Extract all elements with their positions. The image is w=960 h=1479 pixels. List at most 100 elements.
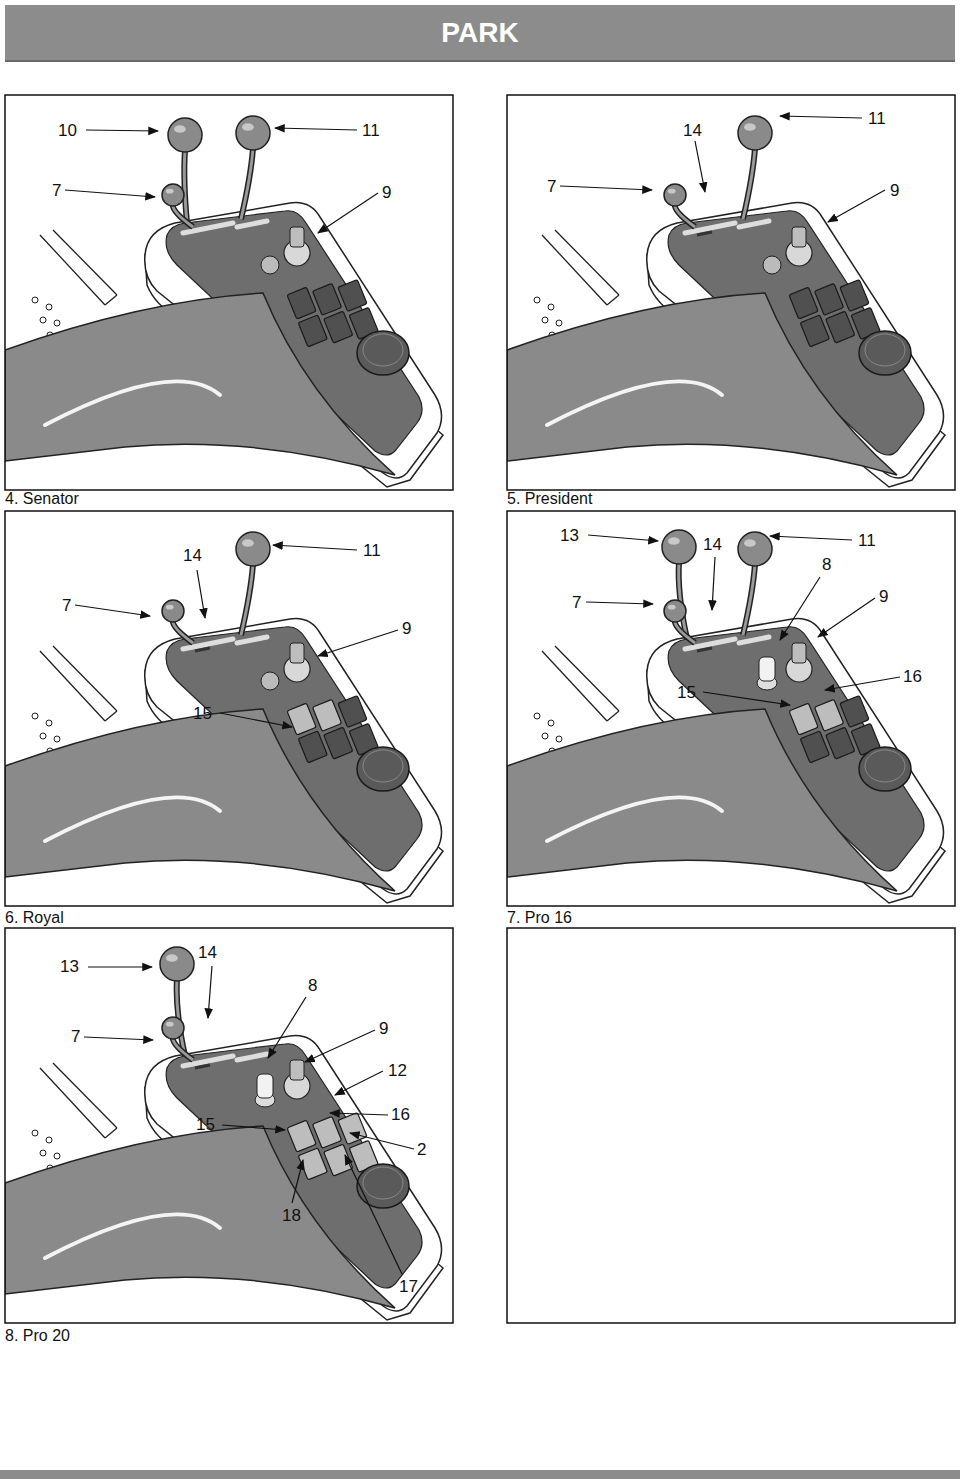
leader-line [770, 536, 852, 540]
leader-line [197, 570, 205, 618]
panel-frame [507, 928, 955, 1323]
lever-stick-highlight [743, 148, 755, 219]
leader-line [268, 997, 306, 1058]
callout-number: 9 [379, 1020, 388, 1037]
cup-holder [357, 331, 409, 375]
lever-slot-14 [697, 648, 712, 651]
callout-number: 15 [196, 1116, 215, 1133]
rocker-switch [312, 283, 341, 315]
rocker-switch [814, 283, 843, 315]
bracket-hole [40, 317, 46, 323]
lever-knob [738, 532, 772, 566]
bracket-hole [542, 733, 548, 739]
callout-number: 8 [822, 556, 831, 573]
callout-number: 12 [388, 1062, 407, 1079]
leader-line [220, 713, 292, 727]
callout-number: 9 [402, 620, 411, 637]
callout-number: 9 [890, 182, 899, 199]
callout-number: 9 [382, 184, 391, 201]
rocker-switch [298, 731, 327, 763]
callout-number: 11 [858, 532, 876, 549]
lever-knob [738, 116, 772, 150]
callout-number: 11 [363, 542, 381, 559]
rocker-switch [287, 1120, 316, 1152]
bracket-hole [32, 297, 38, 303]
rocker-switch [789, 703, 818, 735]
lever-stick [173, 1037, 193, 1060]
seat-bracket [40, 230, 117, 305]
callout-number: 16 [391, 1106, 410, 1123]
rocker-switch [840, 280, 869, 312]
rocker-switch [312, 1116, 341, 1148]
rocker-switch [338, 696, 367, 728]
lever-stick-highlight [173, 1037, 193, 1060]
ignition-key [792, 643, 806, 663]
leader-line [825, 677, 900, 690]
seat-drape [507, 293, 897, 475]
knob-highlight [668, 605, 676, 610]
seat-bracket [40, 1063, 117, 1138]
bracket-hole [556, 736, 562, 742]
bracket-hole [46, 1137, 52, 1143]
lever-stick [241, 564, 253, 635]
callout-number: 13 [60, 958, 79, 975]
panel-frame [507, 511, 955, 906]
cup-holder [859, 331, 911, 375]
leader-line [88, 966, 152, 967]
seat-drape [5, 1126, 395, 1308]
rocker-switch [324, 311, 353, 343]
panel-illustration [507, 530, 945, 903]
cup-holder [859, 747, 911, 791]
lever-knob [160, 947, 194, 981]
figure-caption: 7. Pro 16 [507, 909, 572, 927]
lever-stick-highlight [173, 204, 193, 227]
leader-line [273, 545, 357, 550]
callout-number: 7 [547, 178, 556, 195]
leader-line [318, 630, 398, 656]
callout-number: 10 [58, 122, 77, 139]
rocker-switch [338, 280, 367, 312]
knob-highlight [242, 539, 254, 546]
panel-frame [507, 95, 955, 490]
lever-slot-14 [697, 232, 712, 235]
lever-stick-highlight [675, 620, 695, 643]
callout-number: 8 [308, 977, 317, 994]
drape-highlight [45, 1214, 220, 1258]
callout-number: 14 [683, 122, 702, 139]
lever-slot-14 [195, 648, 210, 651]
leader-line [65, 190, 155, 197]
leader-line [84, 1037, 153, 1040]
panel [5, 95, 453, 490]
drape-highlight [45, 797, 220, 841]
lever-knob [236, 116, 270, 150]
lever-knob [664, 600, 686, 622]
rocker-switch [287, 703, 316, 735]
leader-line [695, 141, 705, 192]
bracket-hole [40, 1150, 46, 1156]
lever-slot [739, 221, 769, 227]
panel-illustration [5, 532, 443, 903]
lever-slot [237, 637, 267, 643]
knob-highlight [668, 189, 676, 194]
callout-number: 11 [868, 110, 886, 127]
bracket-hole [32, 713, 38, 719]
callout-number: 11 [362, 122, 380, 139]
lever-slot-14 [195, 1065, 210, 1068]
cup-holder-rim [363, 1167, 403, 1199]
lever-stick [743, 148, 755, 219]
bracket-hole [46, 304, 52, 310]
callout-number: 15 [677, 684, 696, 701]
knob-highlight [166, 189, 174, 194]
warning-lamp [763, 256, 781, 274]
knob-highlight [174, 125, 186, 132]
bracket-hole [548, 720, 554, 726]
panel-frame [5, 511, 453, 906]
leader-line [305, 1030, 375, 1062]
ignition-key [792, 227, 806, 247]
cup-holder-rim [363, 334, 403, 366]
rocker-switch [312, 699, 341, 731]
cup-holder [357, 1164, 409, 1208]
callout-number: 7 [71, 1028, 80, 1045]
drape-highlight [547, 797, 722, 841]
